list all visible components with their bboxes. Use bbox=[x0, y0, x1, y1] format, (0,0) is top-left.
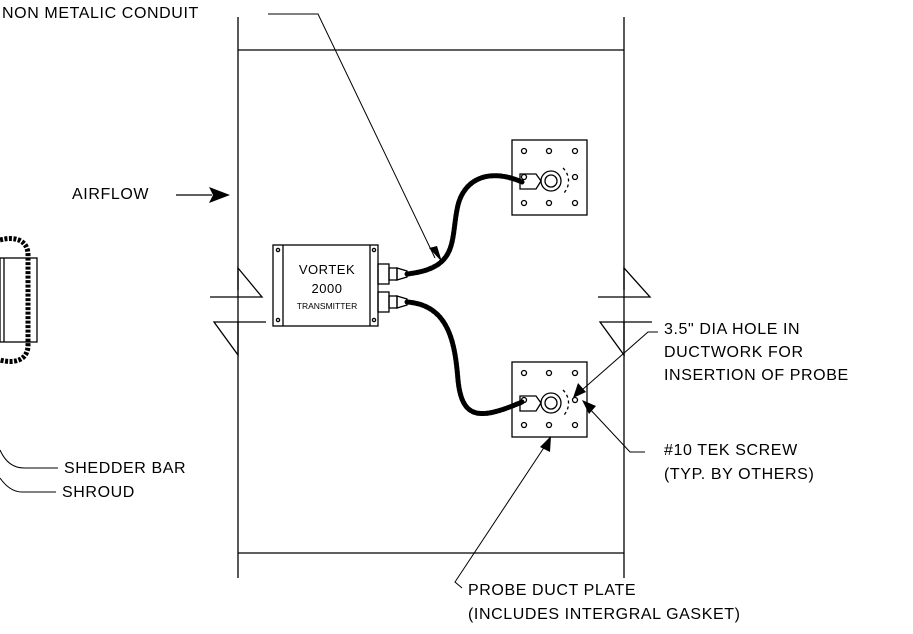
break-symbol-left bbox=[210, 266, 266, 357]
hole-label-line2: DUCTWORK FOR bbox=[664, 344, 804, 361]
airflow-arrowhead bbox=[209, 187, 230, 203]
transmitter-label-line1: VORTEK bbox=[299, 262, 355, 277]
leader-shedder bbox=[0, 449, 58, 469]
leader-conduit bbox=[268, 13, 436, 259]
hole-arrowhead bbox=[573, 383, 586, 398]
vortek-transmitter bbox=[272, 244, 408, 327]
transmitter-label-line2: 2000 bbox=[312, 281, 343, 296]
probe-assembly-side bbox=[0, 236, 38, 364]
leader-plate bbox=[454, 439, 550, 589]
plate-label-line2: (INCLUDES INTERGRAL GASKET) bbox=[468, 606, 741, 623]
screw-label-line2: (TYP. BY OTHERS) bbox=[664, 466, 815, 483]
conduit-lower bbox=[404, 299, 525, 416]
duct-outline bbox=[237, 17, 625, 578]
break-symbol-right bbox=[598, 266, 652, 357]
leader-hole bbox=[581, 331, 658, 391]
shroud-label: SHROUD bbox=[62, 484, 135, 501]
leader-screw bbox=[587, 406, 645, 453]
plate-arrowhead bbox=[540, 436, 551, 452]
shedder-label: SHEDDER BAR bbox=[64, 460, 187, 477]
conduit-upper bbox=[404, 173, 525, 277]
airflow-label: AIRFLOW bbox=[72, 186, 150, 203]
leader-shroud bbox=[0, 477, 56, 493]
hole-label-line1: 3.5" DIA HOLE IN bbox=[664, 321, 801, 338]
hole-label-line3: INSERTION OF PROBE bbox=[664, 367, 849, 384]
screw-label-line1: #10 TEK SCREW bbox=[664, 442, 798, 459]
conduit-arrowhead bbox=[429, 246, 442, 262]
transmitter-label-line3: TRANSMITTER bbox=[297, 301, 357, 311]
conduit-label: NON METALIC CONDUIT bbox=[2, 5, 199, 22]
probe-plate-lower bbox=[511, 361, 588, 438]
probe-plate-upper bbox=[511, 139, 588, 216]
screw-arrowhead bbox=[582, 400, 596, 414]
plate-label-line1: PROBE DUCT PLATE bbox=[468, 582, 637, 599]
